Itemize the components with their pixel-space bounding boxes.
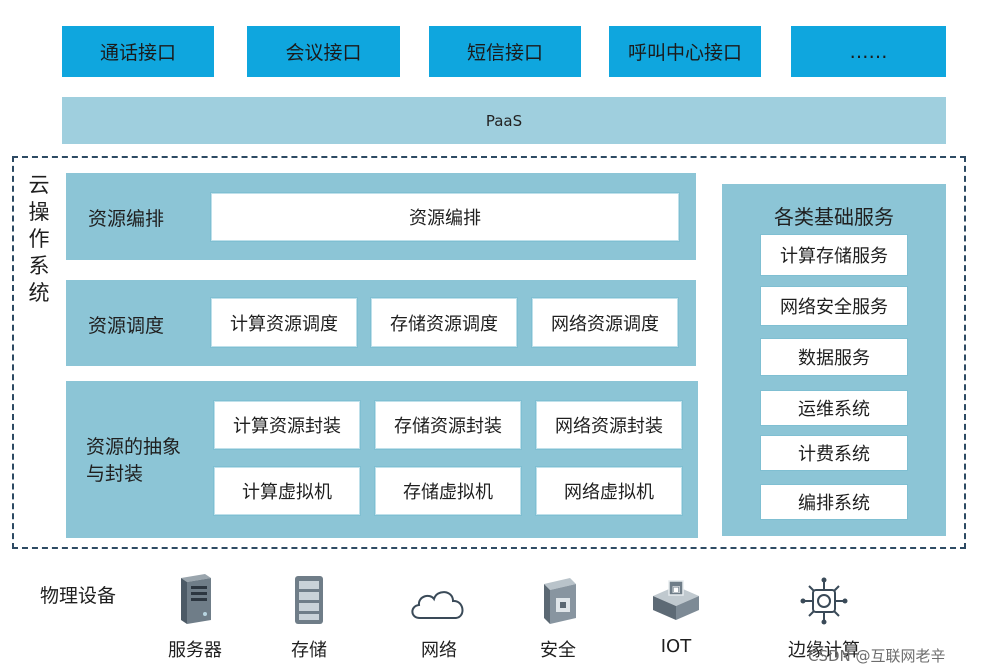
device-label-network: 网络 bbox=[421, 640, 457, 661]
api-more: …… bbox=[791, 26, 946, 77]
service-operations: 运维系统 bbox=[760, 390, 908, 426]
api-meeting-interface: 会议接口 bbox=[247, 26, 400, 77]
service-network-security: 网络安全服务 bbox=[760, 286, 908, 326]
device-label-edge: 边缘计算 bbox=[788, 640, 860, 661]
device-label-server: 服务器 bbox=[168, 640, 222, 661]
paas-bar: PaaS bbox=[62, 97, 946, 144]
iot-icon: ▣ bbox=[646, 572, 706, 624]
physical-devices-title: 物理设备 bbox=[40, 585, 117, 607]
service-billing: 计费系统 bbox=[760, 435, 908, 471]
service-compute-storage: 计算存储服务 bbox=[760, 234, 908, 276]
scheduling-label: 资源调度 bbox=[88, 315, 165, 337]
storage-vm-box: 存储虚拟机 bbox=[374, 466, 522, 516]
abstraction-label-line1: 资源的抽象 bbox=[86, 436, 182, 458]
compute-encapsulation-box: 计算资源封装 bbox=[213, 400, 361, 450]
edge-computing-icon bbox=[796, 570, 852, 626]
server-icon bbox=[167, 570, 223, 626]
security-icon bbox=[530, 570, 586, 626]
cloud-os-frame bbox=[12, 156, 966, 549]
storage-icon bbox=[281, 570, 337, 626]
service-data: 数据服务 bbox=[760, 338, 908, 376]
network-encapsulation-box: 网络资源封装 bbox=[535, 400, 683, 450]
api-sms-interface: 短信接口 bbox=[429, 26, 581, 77]
storage-encapsulation-box: 存储资源封装 bbox=[374, 400, 522, 450]
cloud-icon bbox=[405, 574, 473, 624]
network-vm-box: 网络虚拟机 bbox=[535, 466, 683, 516]
abstraction-label-line2: 与封装 bbox=[86, 463, 144, 485]
cloud-os-title: 云操作系统 bbox=[28, 173, 50, 305]
device-label-security: 安全 bbox=[540, 640, 576, 661]
orchestration-label: 资源编排 bbox=[88, 208, 165, 230]
csdn-watermark: CSDN @互联网老辛 bbox=[808, 647, 946, 665]
api-call-interface: 通话接口 bbox=[62, 26, 214, 77]
orchestration-box: 资源编排 bbox=[210, 192, 680, 242]
svg-text:▣: ▣ bbox=[672, 585, 681, 595]
service-orchestration: 编排系统 bbox=[760, 484, 908, 520]
services-title: 各类基础服务 bbox=[774, 205, 894, 229]
device-label-storage: 存储 bbox=[291, 640, 327, 661]
api-callcenter-interface: 呼叫中心接口 bbox=[609, 26, 761, 77]
network-scheduling-box: 网络资源调度 bbox=[531, 297, 679, 348]
compute-vm-box: 计算虚拟机 bbox=[213, 466, 361, 516]
compute-scheduling-box: 计算资源调度 bbox=[210, 297, 358, 348]
storage-scheduling-box: 存储资源调度 bbox=[370, 297, 518, 348]
device-label-iot: IOT bbox=[660, 636, 692, 657]
